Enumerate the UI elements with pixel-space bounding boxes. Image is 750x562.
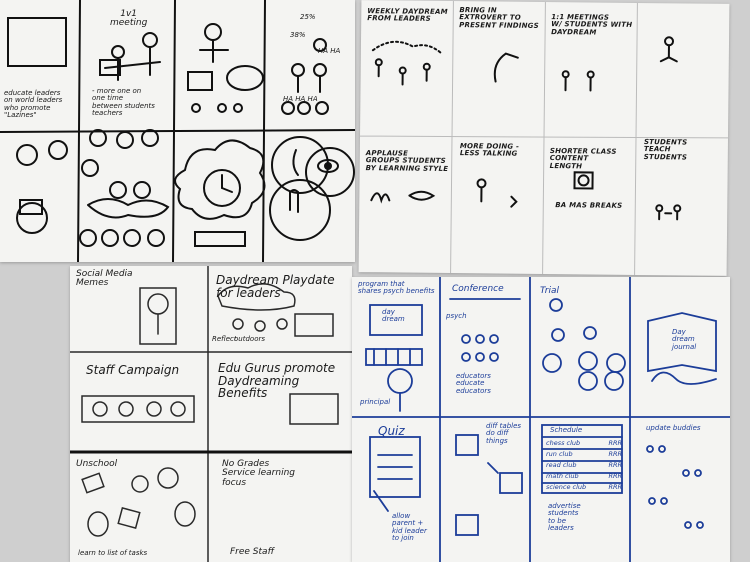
club-row: run club RRR	[546, 450, 622, 461]
sheet-c-outdoors: outdoors	[234, 335, 265, 343]
club-rrr: RRR	[608, 483, 622, 491]
sheet-d-principal: principal	[360, 398, 391, 406]
sheet-b-p4: Applause Groups students by learning sty…	[365, 149, 449, 173]
sheet-d-clubs-header: Schedule	[550, 426, 583, 434]
club-name: chess club	[546, 439, 581, 447]
club-rrr: RRR	[608, 450, 622, 458]
club-row: chess club RRR	[546, 439, 622, 450]
sheet-a-cell1-text: educate leaders on world leaders who pro…	[4, 89, 63, 120]
sheet-d-diff: diff tables do diff things	[486, 422, 522, 445]
club-rrr: RRR	[608, 461, 622, 469]
sheet-b-p1: Weekly Daydream from leaders	[367, 7, 448, 24]
sheet-a-pct2: 38%	[290, 31, 306, 39]
sheet-d-conference: Conference	[452, 284, 504, 294]
club-rrr: RRR	[608, 439, 622, 447]
sheet-d-drawing	[352, 277, 730, 562]
sheet-d-quiz: Quiz	[378, 424, 405, 438]
sheet-top-right: Weekly Daydream from leaders Bring in Ex…	[358, 0, 730, 276]
sheet-d-journal: Day dream journal	[672, 328, 697, 351]
club-row: science club RRR	[546, 483, 622, 494]
sheet-c-reflect: Reflect	[212, 335, 237, 343]
sheet-b-p7: Students teach students	[643, 138, 688, 162]
sheet-d-buddies: update buddies	[646, 424, 701, 432]
sheet-b-p6: Shorter class content length	[549, 147, 617, 171]
sheet-a-cell2-text: - more one on one time between students …	[92, 87, 155, 118]
sheet-d-program: program that shares psych benefits	[358, 280, 435, 296]
sheet-c-social: Social Media Memes	[76, 269, 133, 289]
sheet-a-drawing	[0, 0, 355, 262]
sheet-a-pct1: 25%	[300, 13, 316, 21]
club-name: math club	[546, 472, 579, 480]
club-row: math club RRR	[546, 472, 622, 483]
sheet-bottom-left: Social Media Memes Daydream Playdate for…	[70, 266, 352, 562]
sheet-b-p5: More doing - Less talking	[459, 142, 520, 159]
club-rrr: RRR	[608, 472, 622, 480]
sheet-c-no-grades: No Grades Service learning focus	[222, 459, 295, 488]
sheet-a-ha: HA HA	[318, 47, 341, 55]
sheet-c-edu-gurus: Edu Gurus promote Daydreaming Benefits	[218, 361, 336, 401]
sheet-d-advertise: advertise students to be leaders	[548, 502, 581, 533]
sheet-c-unschool: Unschool	[76, 459, 118, 469]
sheet-a-cell2-title: 1v1 meeting	[110, 9, 148, 29]
sheet-c-learn: learn to list of tasks	[78, 549, 148, 557]
sheet-d-allow: allow parent + kid leader to join	[392, 512, 427, 543]
sheet-b-p2: Bring in Extrovert to Present findings	[459, 6, 539, 30]
club-name: run club	[546, 450, 573, 458]
sheet-a-ha2: HA HA HA	[283, 95, 318, 103]
sheet-bottom-right: program that shares psych benefits day d…	[352, 277, 730, 562]
sheet-c-daydream-playdate: Daydream Playdate for leaders	[216, 273, 335, 300]
sheet-d-psych: psych	[446, 312, 467, 320]
sheet-b-drawing	[359, 0, 729, 276]
sheet-d-daydream: day dream	[382, 308, 405, 324]
sheet-c-drawing	[70, 266, 352, 562]
sheet-top-left: educate leaders on world leaders who pro…	[0, 0, 355, 262]
sheet-d-trial: Trial	[540, 286, 560, 296]
sheet-c-free-staff: Free Staff	[230, 547, 275, 557]
club-name: science club	[546, 483, 587, 491]
club-row: read club RRR	[546, 461, 622, 472]
sheet-b-p6b: Ba mas breaks	[555, 201, 623, 210]
sheet-d-educators: educators educate educators	[456, 372, 491, 395]
sheet-c-staff-campaign: Staff Campaign	[86, 363, 180, 377]
club-name: read club	[546, 461, 577, 469]
